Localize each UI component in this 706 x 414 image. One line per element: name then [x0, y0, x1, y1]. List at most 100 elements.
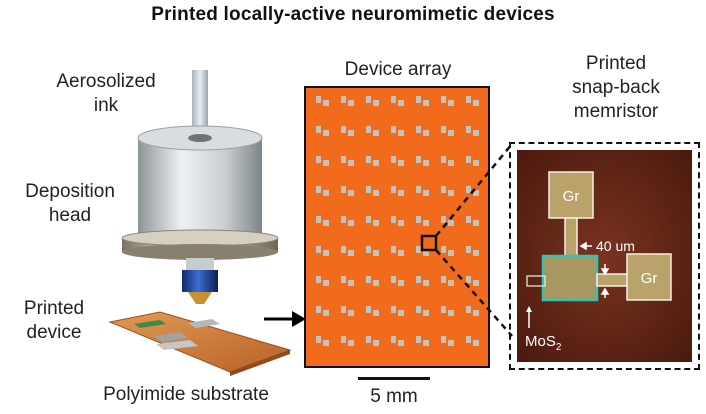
- device-pad: [341, 126, 346, 133]
- device-pad: [441, 246, 446, 253]
- device-pad: [423, 220, 429, 226]
- device-pad: [423, 310, 429, 316]
- device-pad: [416, 96, 421, 103]
- device-pad: [316, 186, 321, 193]
- electrode-top-label: Gr: [563, 188, 580, 205]
- device-pad: [398, 310, 404, 316]
- device-pad: [473, 340, 479, 346]
- device-pad: [341, 246, 346, 253]
- printed-device-line2: device: [26, 322, 82, 343]
- mos2-label-sub: 2: [556, 342, 562, 353]
- device-pad: [473, 280, 479, 286]
- device-pad: [473, 220, 479, 226]
- device-pad: [366, 336, 371, 343]
- device-pad: [473, 190, 479, 196]
- device-pad: [466, 336, 471, 343]
- device-pad: [366, 276, 371, 283]
- device-pad: [323, 310, 329, 316]
- device-pad: [391, 336, 396, 343]
- device-pad: [366, 156, 371, 163]
- memristor-micrograph: Gr Gr 40 um MoS2: [517, 150, 692, 362]
- device-pad: [391, 306, 396, 313]
- device-pad: [473, 130, 479, 136]
- device-pad: [466, 276, 471, 283]
- device-pad: [416, 156, 421, 163]
- mos2-label-main: MoS: [525, 333, 556, 350]
- device-pad: [316, 216, 321, 223]
- device-pad: [341, 306, 346, 313]
- electrode-top: [548, 171, 594, 219]
- aerosolized-ink-line2: ink: [93, 95, 119, 116]
- head-body: [138, 138, 262, 238]
- memristor-title-line1: Printed: [585, 53, 647, 74]
- polyimide-substrate-label: Polyimide substrate: [103, 384, 269, 405]
- electrode-right-label: Gr: [641, 270, 658, 287]
- deposition-head-line1: Deposition: [25, 181, 115, 202]
- device-pad: [448, 340, 454, 346]
- zoom-lines: [435, 143, 513, 337]
- device-pad: [391, 246, 396, 253]
- device-grid: [316, 96, 479, 346]
- arrow-icon: [264, 311, 306, 327]
- device-pad: [441, 276, 446, 283]
- device-pad: [448, 130, 454, 136]
- printed-device-label: Printed device: [4, 297, 104, 345]
- memristor-title-line3: memristor: [573, 101, 659, 122]
- device-pad: [373, 100, 379, 106]
- nozzle-tip: [188, 292, 212, 304]
- device-pad: [423, 250, 429, 256]
- device-pad: [341, 186, 346, 193]
- device-array-title: Device array: [344, 59, 452, 80]
- device-pad: [316, 156, 321, 163]
- nozzle-holder: [186, 258, 214, 270]
- device-pad: [423, 160, 429, 166]
- mos2-channel: [541, 254, 599, 302]
- device-pad: [423, 280, 429, 286]
- gap-arrows: [579, 241, 610, 298]
- device-pad: [366, 96, 371, 103]
- device-pad: [323, 160, 329, 166]
- device-pad: [366, 186, 371, 193]
- device-pad: [323, 100, 329, 106]
- aerosolized-ink-line1: Aerosolized: [56, 71, 156, 92]
- device-pad: [441, 216, 446, 223]
- device-pad: [316, 246, 321, 253]
- device-pad: [416, 336, 421, 343]
- device-pad: [348, 100, 354, 106]
- left-stub: [526, 275, 546, 287]
- device-pad: [423, 190, 429, 196]
- printed-device-1: [134, 320, 166, 328]
- device-pad: [316, 96, 321, 103]
- device-pad: [373, 190, 379, 196]
- device-pad: [323, 190, 329, 196]
- device-pad: [398, 220, 404, 226]
- device-pad: [473, 100, 479, 106]
- device-pad: [416, 126, 421, 133]
- device-pad: [423, 130, 429, 136]
- device-pad: [348, 160, 354, 166]
- device-pad: [366, 126, 371, 133]
- device-pad: [398, 160, 404, 166]
- memristor-title-line2: snap-back: [572, 77, 660, 98]
- device-pad: [441, 336, 446, 343]
- device-pad: [416, 276, 421, 283]
- device-pad: [323, 130, 329, 136]
- device-pad: [466, 96, 471, 103]
- device-pad: [373, 250, 379, 256]
- device-pad: [391, 276, 396, 283]
- printed-device-line1: Printed: [23, 298, 85, 319]
- device-pad: [323, 250, 329, 256]
- device-pad: [448, 160, 454, 166]
- device-pad: [348, 280, 354, 286]
- device-pad: [391, 216, 396, 223]
- device-pad: [391, 96, 396, 103]
- device-pad: [373, 160, 379, 166]
- device-pad: [341, 96, 346, 103]
- device-pad: [373, 220, 379, 226]
- device-pad: [441, 306, 446, 313]
- device-pad: [398, 100, 404, 106]
- device-pad: [348, 250, 354, 256]
- device-pad: [341, 156, 346, 163]
- device-pad: [448, 100, 454, 106]
- device-pad: [416, 306, 421, 313]
